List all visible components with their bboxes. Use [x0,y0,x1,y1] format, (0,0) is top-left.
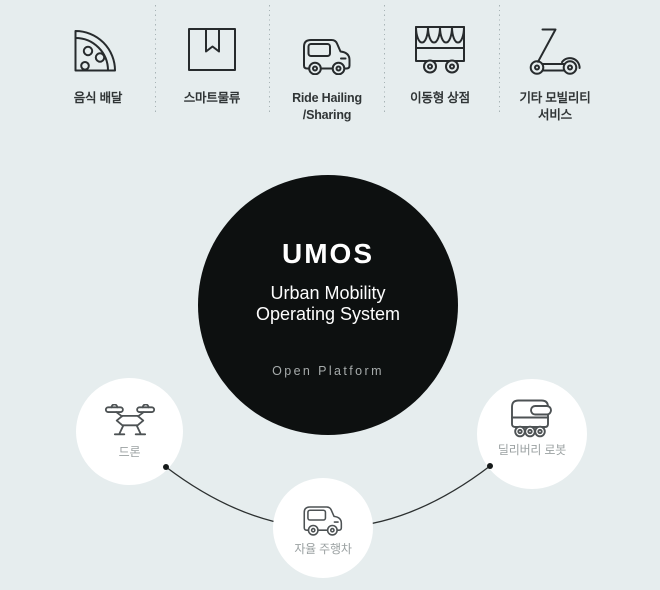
delivery-robot-icon [511,399,552,438]
drone-icon [104,404,155,436]
service-ride-hailing: Ride Hailing /Sharing [267,0,387,124]
autonomous-car-icon [303,506,343,536]
satellite-label: 자율 주행차 [294,541,352,556]
pizza-icon-slot [38,0,158,75]
parcel-box-icon [188,28,236,71]
service-label: 스마트물류 [183,91,241,105]
connector-dot-right [487,463,493,469]
service-food-delivery: 음식 배달 [38,0,158,107]
satellite-label: 드론 [118,445,141,459]
satellite-label: 딜리버리 로봇 [497,443,567,457]
car-icon-slot [267,0,387,75]
service-mobile-store: 이동형 상점 [380,0,500,107]
umos-hub-circle: UMOS Urban Mobility Operating System Ope… [198,175,458,435]
hub-title: UMOS [282,238,374,269]
connector-dot-left [163,464,169,470]
satellite-autonomous-car: 자율 주행차 [273,478,373,578]
satellite-delivery-robot: 딜리버리 로봇 [477,379,587,489]
dotted-separator [155,5,156,115]
dotted-separator [384,5,385,115]
mobile-store-icon [415,26,465,74]
kick-scooter-icon [529,28,581,75]
service-label: Ride Hailing /Sharing [292,91,362,122]
parcel-icon-slot [152,0,272,75]
service-label: 음식 배달 [73,91,123,105]
service-label: 기타 모빌리티 서비스 [519,91,591,122]
hub-subtitle: Urban Mobility Operating System [255,283,401,324]
scooter-icon-slot [495,0,615,75]
pizza-slice-icon [74,30,116,72]
dotted-separator [499,5,500,115]
store-icon-slot [380,0,500,75]
service-other-mobility: 기타 모빌리티 서비스 [495,0,615,124]
service-smart-logistics: 스마트물류 [152,0,272,107]
dotted-separator [269,5,270,115]
hub-tagline: Open Platform [272,364,384,378]
ride-hailing-car-icon [303,39,351,75]
service-label: 이동형 상점 [410,91,470,105]
